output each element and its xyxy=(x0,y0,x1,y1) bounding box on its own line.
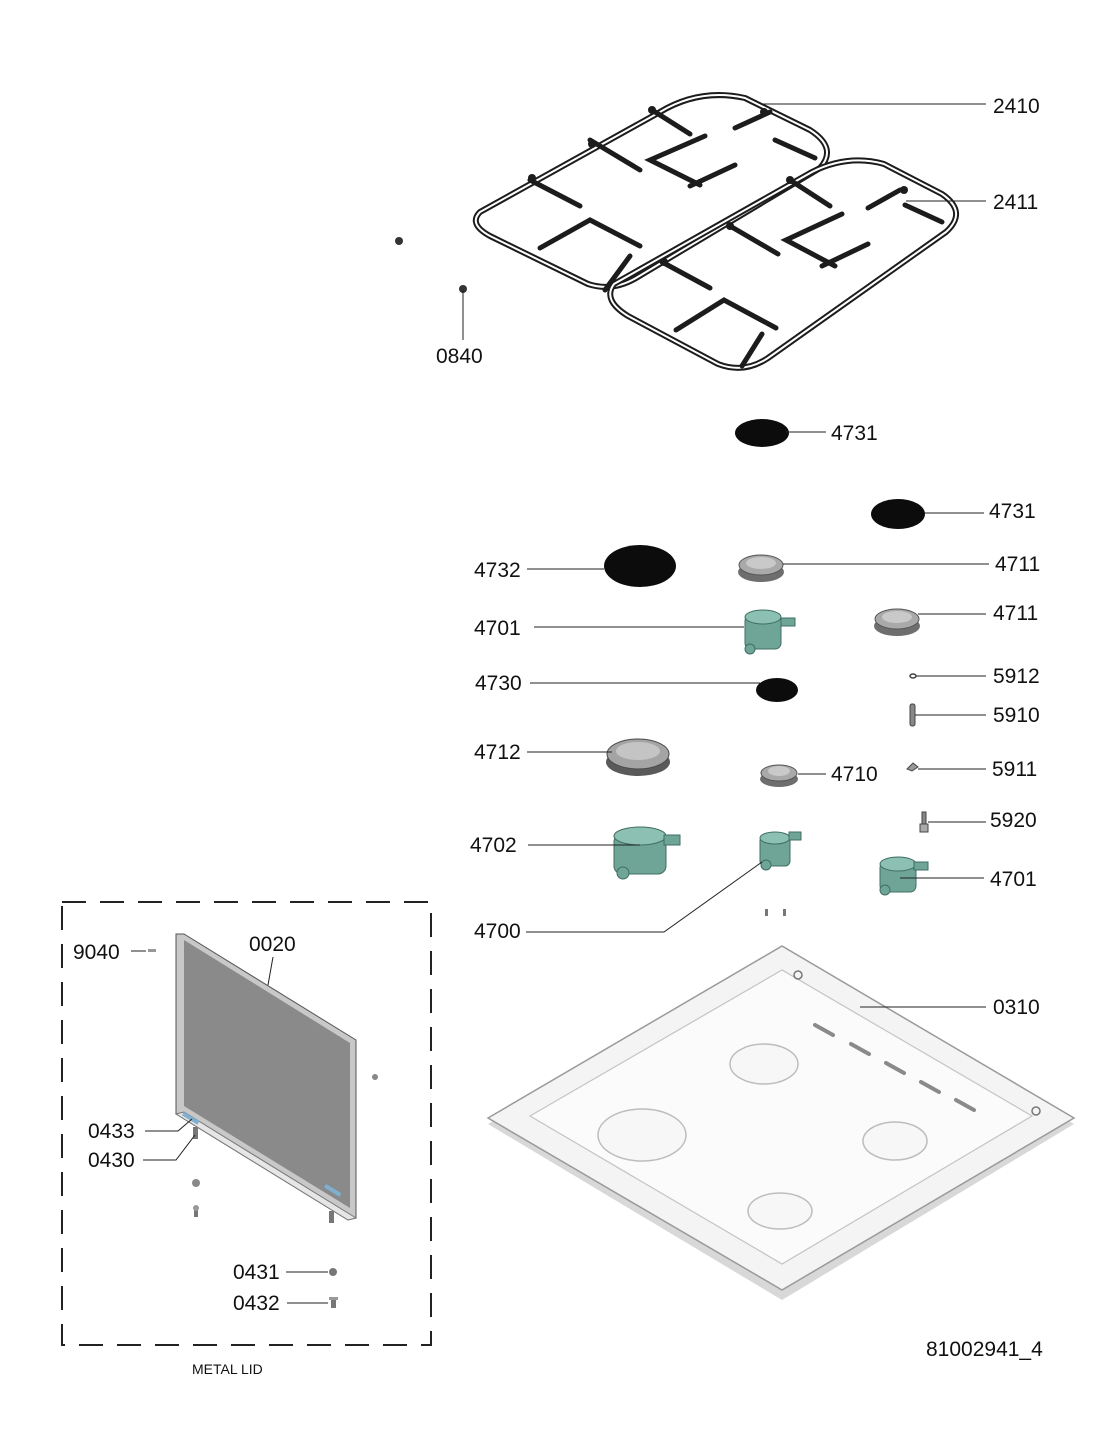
lid-hinge-bush[interactable] xyxy=(148,949,378,1217)
hob-top-tray[interactable] xyxy=(486,945,1076,1300)
label-4731-top: 4731 xyxy=(831,422,878,445)
lid-nut-0431[interactable] xyxy=(329,1268,337,1276)
burner-crown-4712-large[interactable] xyxy=(606,738,670,776)
label-4711-center: 4711 xyxy=(995,553,1040,576)
label-5912: 5912 xyxy=(993,665,1040,688)
burner-base-4701-right[interactable] xyxy=(879,856,929,896)
label-4730: 4730 xyxy=(475,672,522,695)
label-4702: 4702 xyxy=(470,834,517,857)
burner-cap-4731-right[interactable] xyxy=(871,499,925,529)
burner-base-4701-center[interactable] xyxy=(744,609,796,655)
label-2410: 2410 xyxy=(993,95,1040,118)
inset-caption: METAL LID xyxy=(192,1361,263,1377)
drawing-number: 81002941_4 xyxy=(926,1338,1043,1361)
label-4731-right: 4731 xyxy=(989,500,1036,523)
spark-plug-5920[interactable] xyxy=(919,811,929,833)
burner-crown-4711-center[interactable] xyxy=(738,554,784,582)
lid-hinge[interactable] xyxy=(193,1127,334,1223)
burner-crown-4711-right[interactable] xyxy=(874,608,920,636)
thermocouple-nut-5912[interactable] xyxy=(909,673,917,679)
label-0310: 0310 xyxy=(993,996,1040,1019)
label-4701-center: 4701 xyxy=(474,617,521,640)
label-2411: 2411 xyxy=(993,191,1038,214)
burner-cap-4732-large[interactable] xyxy=(604,545,676,587)
burner-cap-4730-small[interactable] xyxy=(756,678,798,702)
pan-support-grate-right[interactable] xyxy=(607,157,959,371)
burner-fixing-screw[interactable] xyxy=(765,909,786,916)
burner-base-4702-large[interactable] xyxy=(613,826,681,880)
label-4701-right: 4701 xyxy=(990,868,1037,891)
label-4700: 4700 xyxy=(474,920,521,943)
label-4710: 4710 xyxy=(831,763,878,786)
label-9040: 9040 xyxy=(73,941,120,964)
label-5920: 5920 xyxy=(990,809,1037,832)
label-4732: 4732 xyxy=(474,559,521,582)
burner-crown-4710-small[interactable] xyxy=(760,764,798,787)
label-0432: 0432 xyxy=(233,1292,280,1315)
grate-rubber-foot[interactable] xyxy=(395,237,467,293)
clip-5911[interactable] xyxy=(906,762,919,772)
metal-lid-panel[interactable] xyxy=(174,933,358,1221)
label-0020: 0020 xyxy=(249,933,296,956)
label-5910: 5910 xyxy=(993,704,1040,727)
label-0840: 0840 xyxy=(436,345,483,368)
burner-cap-4731-top[interactable] xyxy=(735,419,789,447)
label-4712: 4712 xyxy=(474,741,521,764)
label-0431: 0431 xyxy=(233,1261,280,1284)
thermocouple-5910[interactable] xyxy=(909,703,916,727)
label-4711-right: 4711 xyxy=(993,602,1038,625)
metal-lid-inset-frame xyxy=(61,901,432,1346)
leader-lines xyxy=(131,103,989,1304)
label-5911: 5911 xyxy=(992,758,1037,781)
burner-base-4700-small[interactable] xyxy=(759,831,802,871)
label-0430: 0430 xyxy=(88,1149,135,1172)
label-0433: 0433 xyxy=(88,1120,135,1143)
lid-screw-0432[interactable] xyxy=(329,1297,338,1308)
